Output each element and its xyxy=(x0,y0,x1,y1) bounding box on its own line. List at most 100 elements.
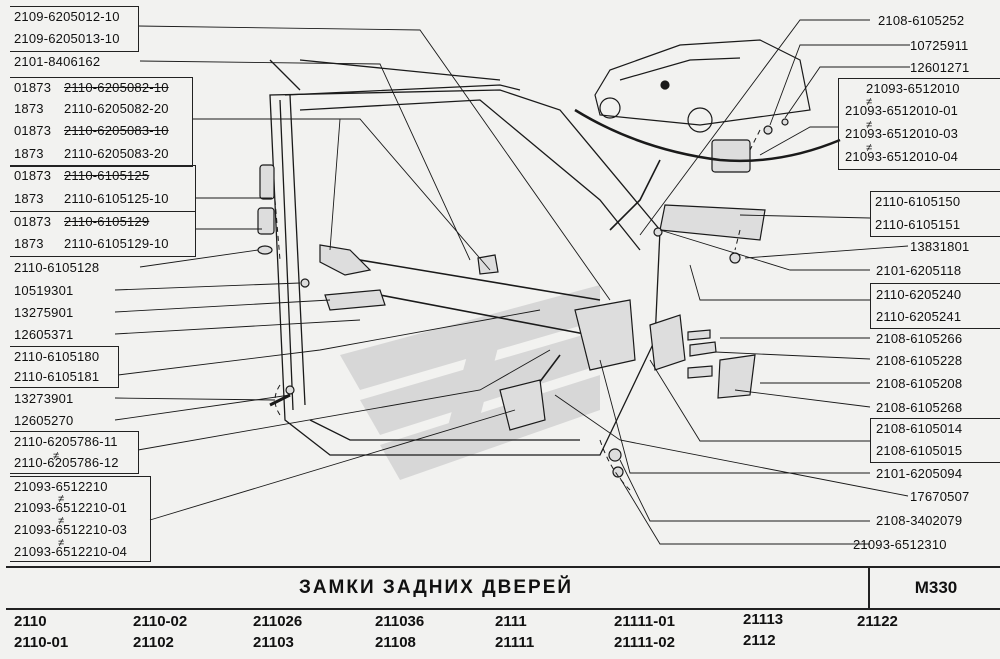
part-number-label: 17670507 xyxy=(910,489,970,504)
part-number-label: 1873 xyxy=(14,236,44,251)
part-number-label: 21093-6512210-04 xyxy=(14,544,128,559)
interchange-mark: ≠ xyxy=(866,119,873,131)
interchange-mark: ≠ xyxy=(866,142,873,154)
part-number-label: 2110-6105181 xyxy=(14,369,100,384)
part-number-label: 01873 xyxy=(14,123,52,138)
part-number-label: 10725911 xyxy=(910,38,969,53)
sheet-code: M330 xyxy=(868,568,1000,608)
model-code: 2112 xyxy=(743,632,776,649)
part-number-label: 2108-6105268 xyxy=(876,400,963,415)
lock-parts xyxy=(257,118,789,478)
lock-rods xyxy=(329,159,661,396)
part-number-label: 1873 xyxy=(14,101,44,116)
part-number-label: 21093-6512310 xyxy=(853,537,947,552)
model-code: 2110-01 xyxy=(14,634,69,651)
part-number-label: 21093-6512210 xyxy=(14,479,108,494)
part-number-label: 2108-6105208 xyxy=(876,376,963,391)
title-bar: ЗАМКИ ЗАДНИХ ДВЕРЕЙ M330 xyxy=(6,566,1000,610)
model-code: 211026 xyxy=(253,613,303,630)
part-number-label: 2108-6105252 xyxy=(878,13,965,28)
part-number-label: 2110-6205240 xyxy=(876,287,962,302)
part-number-label: 2109-6205013-10 xyxy=(14,31,120,46)
model-code: 21111-01 xyxy=(614,613,675,630)
part-number-label: 2110-6205082-20 xyxy=(64,101,169,116)
bracket xyxy=(870,191,1000,237)
bracket xyxy=(10,165,196,212)
part-number-label: 2110-6105129-10 xyxy=(64,236,169,251)
part-number-label: 2110-6205082-10 xyxy=(64,80,169,95)
interchange-mark: ≠ xyxy=(58,493,65,505)
interchange-mark: ≠ xyxy=(53,450,60,462)
bracket xyxy=(870,418,1000,463)
door-lock-drawing xyxy=(114,19,910,545)
part-number-label: 21093-6512010 xyxy=(866,81,960,96)
model-code: 21111-02 xyxy=(614,634,675,651)
part-number-label: 1873 xyxy=(14,146,44,161)
part-number-label: 21093-6512210-01 xyxy=(14,500,128,515)
part-number-label: 13273901 xyxy=(14,391,74,406)
part-number-label: 2110-6105125 xyxy=(64,168,150,183)
part-number-label: 13275901 xyxy=(14,305,74,320)
bracket xyxy=(10,77,193,167)
right-leader-lines xyxy=(554,19,910,545)
dashed-guides xyxy=(274,129,761,491)
part-number-label: 2109-6205012-10 xyxy=(14,9,120,24)
part-number-label: 2110-6205786-12 xyxy=(14,455,119,470)
part-number-label: 2110-6105129 xyxy=(64,214,150,229)
model-code: 2111 xyxy=(495,613,527,630)
car-thumbnail xyxy=(574,39,841,163)
model-code: 21103 xyxy=(253,634,294,651)
bracket xyxy=(10,476,151,562)
page-title: ЗАМКИ ЗАДНИХ ДВЕРЕЙ xyxy=(298,577,574,598)
bracket xyxy=(10,431,139,474)
model-code: 21111 xyxy=(495,634,535,651)
part-number-label: 2110-6105125-10 xyxy=(64,191,169,206)
part-number-label: 01873 xyxy=(14,80,52,95)
bracket xyxy=(10,346,119,388)
part-number-label: 2101-6205118 xyxy=(876,263,962,278)
part-number-label: 2110-6205083-10 xyxy=(64,123,169,138)
part-number-label: 21093-6512010-01 xyxy=(845,103,959,118)
model-code: 2110 xyxy=(14,613,47,630)
interchange-mark: ≠ xyxy=(866,96,873,108)
part-number-label: 12605371 xyxy=(14,327,74,342)
bracket xyxy=(10,6,139,52)
part-number-label: 1873 xyxy=(14,191,44,206)
model-code: 21108 xyxy=(375,634,416,651)
part-number-label: 13831801 xyxy=(910,239,970,254)
bracket xyxy=(10,211,196,257)
part-number-label: 2108-6105228 xyxy=(876,353,963,368)
part-number-label: 2110-6105180 xyxy=(14,349,100,364)
part-number-label: 2110-6205083-20 xyxy=(64,146,169,161)
part-number-label: 2110-6105128 xyxy=(14,260,100,275)
part-number-label: 2101-8406162 xyxy=(14,54,101,69)
part-number-label: 2101-6205094 xyxy=(876,466,963,481)
part-number-label: 2110-6205786-11 xyxy=(14,434,118,449)
part-number-label: 01873 xyxy=(14,168,52,183)
model-code: 21122 xyxy=(857,613,898,630)
model-code: 21102 xyxy=(133,634,174,651)
model-code: 2110-02 xyxy=(133,613,188,630)
part-number-label: 2108-6105014 xyxy=(876,421,963,436)
part-number-label: 10519301 xyxy=(14,283,74,298)
interchange-mark: ≠ xyxy=(58,537,65,549)
bracket xyxy=(870,283,1000,329)
part-number-label: 21093-6512010-04 xyxy=(845,149,959,164)
part-number-label: 2110-6105151 xyxy=(875,217,961,232)
left-leader-lines xyxy=(114,25,611,521)
part-number-label: 12605270 xyxy=(14,413,74,428)
bracket xyxy=(838,78,1000,170)
part-number-label: 12601271 xyxy=(910,60,970,75)
model-code: 211036 xyxy=(375,613,425,630)
model-code: 21113 xyxy=(743,611,784,628)
part-number-label: 2110-6205241 xyxy=(876,309,962,324)
part-number-label: 2108-6105015 xyxy=(876,443,963,458)
part-number-label: 21093-6512210-03 xyxy=(14,522,128,537)
interchange-mark: ≠ xyxy=(58,515,65,527)
part-number-label: 01873 xyxy=(14,214,52,229)
part-number-label: 2108-3402079 xyxy=(876,513,963,528)
part-number-label: 21093-6512010-03 xyxy=(845,126,959,141)
part-number-label: 2108-6105266 xyxy=(876,331,963,346)
part-number-label: 2110-6105150 xyxy=(875,194,961,209)
